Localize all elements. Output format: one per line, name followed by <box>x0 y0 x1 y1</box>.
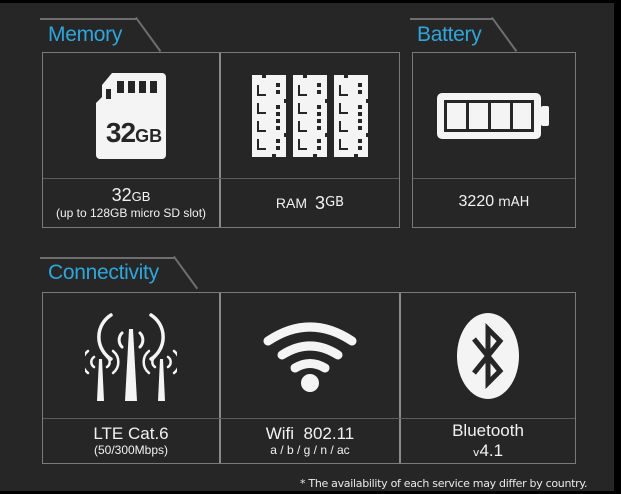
connectivity-divider-1 <box>219 293 221 463</box>
storage-value: 32 <box>111 185 132 206</box>
availability-footnote: * The availability of each service may d… <box>300 477 588 490</box>
wifi-protocols: a / b / g / n / ac <box>270 442 350 457</box>
battery-value: 3220 <box>458 193 495 210</box>
memory-label-divider <box>43 178 399 179</box>
memory-divider <box>219 53 221 227</box>
connectivity-label-divider <box>43 418 575 419</box>
battery-icon-cell <box>413 53 575 178</box>
ram-value: 3 <box>315 192 326 213</box>
lte-speed: (50/300Mbps) <box>93 442 169 457</box>
lte-label: LTE Cat.6 (50/300Mbps) <box>43 419 219 463</box>
lte-icon-cell <box>43 293 219 418</box>
storage-note: (up to 128GB micro SD slot) <box>55 205 207 220</box>
battery-box <box>412 52 576 228</box>
memory-header-diagonal <box>135 16 162 52</box>
battery-section-title: Battery <box>417 23 482 46</box>
ram-icon-cell <box>221 53 399 178</box>
sd-card-capacity-text: 32GB <box>105 117 163 148</box>
storage-label: 32GB (up to 128GB micro SD slot) <box>55 185 207 220</box>
bluetooth-label: Bluetooth v4.1 <box>452 421 524 460</box>
battery-label: 3220 mAH <box>458 193 530 210</box>
sd-card-icon <box>96 72 166 159</box>
connectivity-box <box>42 292 576 464</box>
connectivity-header-diagonal <box>173 255 199 290</box>
wifi-label-text: Wifi <box>265 424 295 444</box>
connectivity-section-title: Connectivity <box>48 261 159 284</box>
wifi-icon <box>263 322 357 392</box>
wifi-standard: 802.11 <box>303 424 355 444</box>
spec-infographic: Memory 32GB 32GB (up to 128GB micro SD s… <box>0 3 614 491</box>
ram-modules-icon <box>252 74 368 157</box>
battery-full-icon <box>437 92 549 139</box>
bluetooth-label-text: Bluetooth <box>452 421 524 441</box>
connectivity-divider-2 <box>399 293 401 463</box>
memory-box <box>42 52 400 228</box>
connectivity-header-line <box>40 257 174 259</box>
wifi-icon-cell <box>221 293 399 418</box>
battery-header-diagonal <box>491 16 518 52</box>
bluetooth-icon-cell <box>401 293 575 418</box>
memory-header-line <box>40 18 136 20</box>
memory-section-title: Memory <box>48 23 123 46</box>
battery-header-line <box>410 18 492 20</box>
lte-category: LTE Cat.6 <box>93 424 169 444</box>
bluetooth-icon <box>457 312 519 399</box>
bluetooth-version: 4.1 <box>479 441 504 460</box>
cell-tower-icon <box>85 312 177 401</box>
storage-icon-cell: 32GB <box>43 53 219 178</box>
battery-label-divider <box>413 178 575 179</box>
wifi-label: Wifi 802.11 a / b / g / n / ac <box>221 419 399 463</box>
